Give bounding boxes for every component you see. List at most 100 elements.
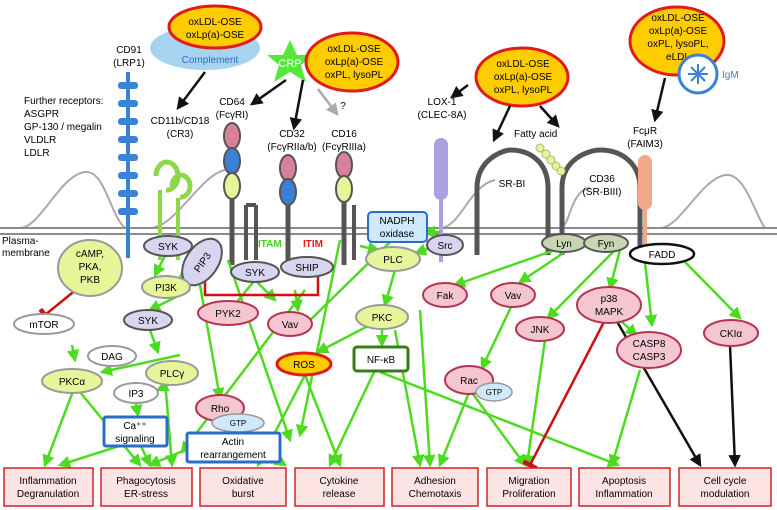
- svg-text:FADD: FADD: [649, 250, 676, 261]
- svg-text:PKC: PKC: [372, 313, 393, 324]
- output-box: Cytokine release: [294, 467, 385, 507]
- jnk-node: JNK: [515, 316, 565, 342]
- svg-text:PKB: PKB: [80, 275, 100, 286]
- svg-text:Rac: Rac: [460, 376, 478, 387]
- syk-node: SYK: [230, 261, 280, 283]
- svg-text:DAG: DAG: [101, 352, 123, 363]
- nadph-oxidase-node: NADPH oxidase: [367, 211, 428, 243]
- cd36-receptor: [559, 147, 643, 255]
- svg-text:CASP3: CASP3: [633, 352, 666, 363]
- lox1-alt-label: (CLEC-8A): [418, 110, 467, 121]
- ligand-arrows: [176, 71, 667, 143]
- cd91-alt-label: (LRP1): [113, 58, 145, 69]
- ligand-text: oxPL, lysoPL,: [647, 39, 708, 50]
- svg-text:signaling: signaling: [115, 434, 154, 445]
- p38-mapk-node: p38 MAPK: [576, 286, 642, 324]
- fadd-node: FADD: [628, 242, 696, 266]
- rho-gtp-node: GTP: [211, 413, 265, 433]
- ckia-node: CKIα: [703, 319, 759, 347]
- cd91-label: CD91: [116, 45, 142, 56]
- lyn-node: Lyn: [541, 233, 587, 253]
- srbi-receptor: [474, 147, 551, 255]
- mtor-node: mTOR: [13, 313, 75, 335]
- svg-text:ROS: ROS: [293, 360, 315, 371]
- svg-text:PLC: PLC: [383, 255, 402, 266]
- svg-text:GTP: GTP: [230, 419, 246, 428]
- fak-node: Fak: [422, 282, 468, 308]
- membrane-label-2: membrane: [2, 248, 50, 259]
- svg-text:SYK: SYK: [138, 316, 158, 327]
- output-box: Adhesion Chemotaxis: [391, 467, 479, 507]
- cd11b-alt-label: (CR3): [167, 129, 194, 140]
- plcg-node: PLCγ: [145, 360, 199, 386]
- svg-text:oxidase: oxidase: [380, 229, 415, 240]
- itim-label: ITIM: [303, 239, 323, 250]
- svg-text:mTOR: mTOR: [29, 320, 58, 331]
- question-mark: ?: [340, 101, 346, 112]
- ligand-text: oxLDL-OSE: [496, 59, 550, 70]
- svg-text:PYK2: PYK2: [215, 309, 241, 320]
- svg-text:SYK: SYK: [158, 242, 178, 253]
- svg-text:Lyn: Lyn: [556, 239, 572, 250]
- further-receptor-item: GP-130 / megalin: [24, 122, 102, 133]
- further-receptor-item: ASGPR: [24, 109, 59, 120]
- fatty-acid-label: Fatty acid: [514, 129, 557, 140]
- output-box: Migration Proliferation: [486, 467, 572, 507]
- cd64-label: CD64: [219, 97, 245, 108]
- svg-text:JNK: JNK: [531, 325, 550, 336]
- cd32-label: CD32: [279, 129, 305, 140]
- ligand-text: eLDL: [666, 52, 690, 63]
- vav-node: Vav: [490, 282, 536, 308]
- cd16-receptor: [335, 151, 356, 265]
- cd36-label: CD36: [589, 174, 615, 185]
- output-box: Oxidative burst: [199, 467, 287, 507]
- ligand-text: oxPL, lysoPL: [325, 70, 384, 81]
- svg-text:Src: Src: [438, 241, 453, 252]
- output-box: Inflammation Degranulation: [3, 467, 94, 507]
- svg-text:SHIP: SHIP: [295, 263, 319, 274]
- svg-text:Phagocytosis: Phagocytosis: [116, 476, 175, 487]
- svg-text:ER-stress: ER-stress: [124, 489, 168, 500]
- svg-text:Vav: Vav: [505, 291, 522, 302]
- cd64-alt-label: (FcγRI): [216, 110, 249, 121]
- ligand-text: oxLp(a)-OSE: [494, 72, 553, 83]
- pyk2-node: PYK2: [197, 300, 259, 326]
- svg-text:IP3: IP3: [128, 389, 143, 400]
- cd32-alt-label: (FcγRIIa/b): [267, 142, 316, 153]
- complement-label: Complement: [182, 55, 239, 66]
- nfkb-node: NF-κB: [352, 345, 410, 373]
- svg-text:Rho: Rho: [211, 404, 230, 415]
- srbi-label: SR-BI: [499, 179, 526, 190]
- ligand-text: oxLp(a)-OSE: [649, 26, 708, 37]
- pkca-node: PKCα: [41, 368, 103, 394]
- cd36-alt-label: (SR-BIII): [583, 187, 622, 198]
- svg-text:NF-κB: NF-κB: [367, 355, 396, 366]
- svg-text:Inflammation: Inflammation: [595, 489, 652, 500]
- cd11b-label: CD11b/CD18: [151, 116, 210, 127]
- rac-gtp-node: GTP: [475, 382, 513, 402]
- svg-text:CKIα: CKIα: [720, 329, 743, 340]
- output-box: Cell cycle modulation: [678, 467, 772, 507]
- svg-text:Inflammation: Inflammation: [19, 476, 76, 487]
- camp-pka-pkb-node: cAMP, PKA, PKB: [57, 239, 123, 297]
- syk-node: SYK: [123, 309, 173, 331]
- svg-text:PKA,: PKA,: [79, 262, 102, 273]
- svg-text:modulation: modulation: [701, 489, 750, 500]
- ligand-text: oxLp(a)-OSE: [325, 57, 384, 68]
- ligand-ellipse-scavenger: [474, 46, 570, 108]
- svg-text:Fyn: Fyn: [598, 239, 615, 250]
- svg-text:PLCγ: PLCγ: [160, 369, 184, 380]
- ip3-node: IP3: [113, 382, 159, 404]
- svg-text:SYK: SYK: [245, 268, 265, 279]
- crp-label: CRP: [278, 58, 301, 70]
- fcmr-alt-label: (FAIM3): [627, 139, 663, 150]
- membrane-label-1: Plasma-: [2, 236, 39, 247]
- svg-text:Adhesion: Adhesion: [414, 476, 456, 487]
- igm-icon: [677, 53, 719, 95]
- igm-label: IgM: [722, 70, 739, 81]
- svg-text:Degranulation: Degranulation: [17, 489, 79, 500]
- svg-text:burst: burst: [232, 489, 254, 500]
- svg-text:NADPH: NADPH: [379, 216, 414, 227]
- crp-star: [267, 40, 313, 82]
